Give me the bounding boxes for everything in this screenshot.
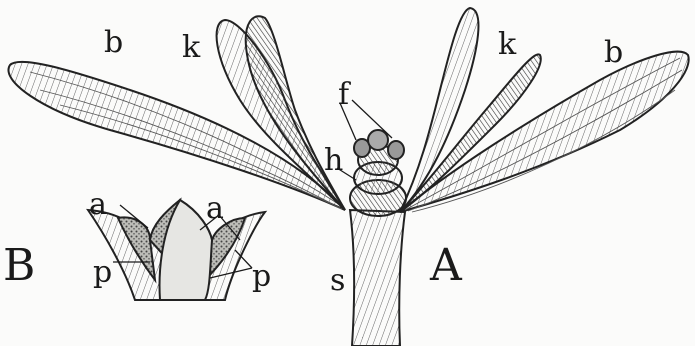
label-k-left: k	[182, 30, 201, 65]
label-b-left: b	[104, 25, 123, 60]
label-p-left: p	[93, 255, 112, 290]
label-a-right: a	[206, 191, 224, 226]
label-B: B	[3, 240, 35, 291]
label-a-left: a	[89, 187, 107, 222]
flower-cluster	[350, 130, 406, 216]
label-p-right: p	[252, 259, 271, 294]
label-s: s	[330, 263, 345, 298]
label-b-right: b	[604, 35, 623, 70]
label-A: A	[429, 240, 463, 291]
label-f: f	[338, 77, 351, 112]
flower-b	[88, 200, 265, 300]
label-k-right: k	[498, 27, 517, 62]
stem-s	[350, 210, 405, 346]
label-h: h	[324, 143, 343, 178]
